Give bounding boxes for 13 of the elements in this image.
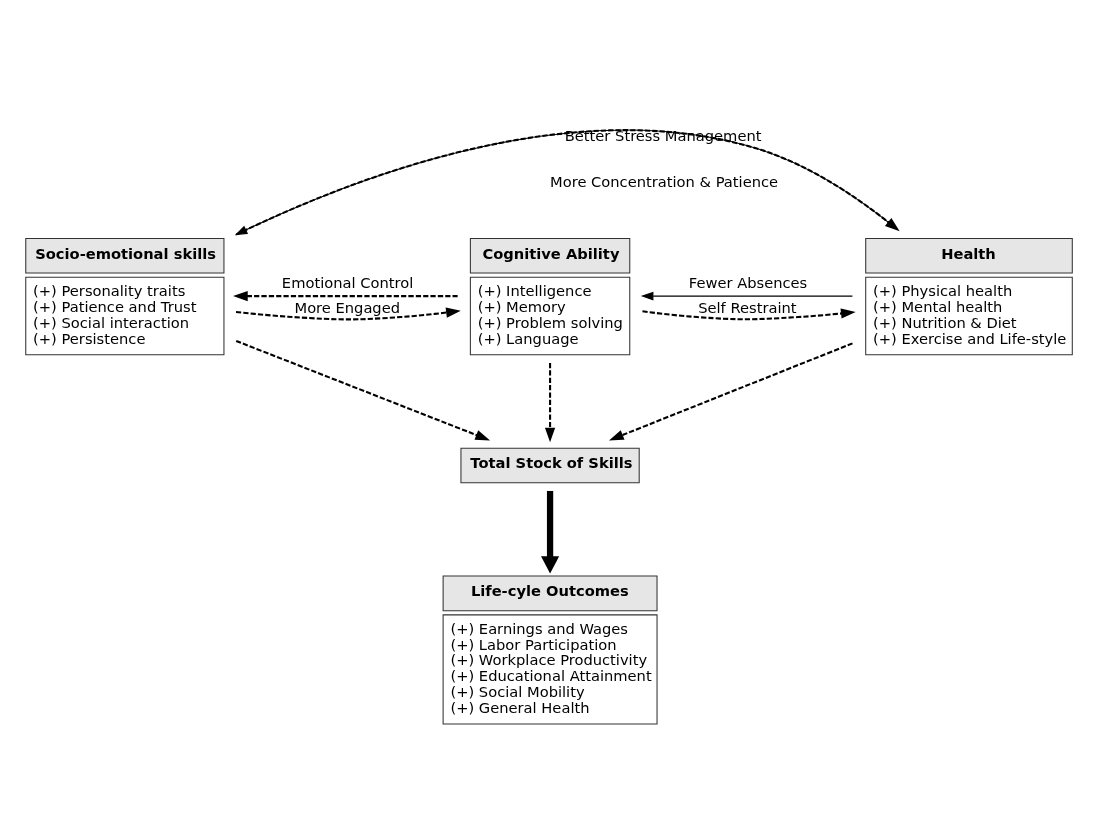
arrow — [541, 490, 560, 574]
arrow — [235, 307, 461, 321]
arrow — [233, 290, 458, 302]
edge-label: More Engaged — [294, 298, 401, 316]
edge-label: Self Restraint — [698, 298, 797, 316]
edge-label: Fewer Absences — [688, 274, 808, 292]
arrow — [608, 342, 853, 441]
arrow — [642, 308, 856, 321]
arrow — [235, 340, 491, 441]
edge-label: Emotional Control — [281, 274, 414, 292]
edge-label: More Concentration & Patience — [550, 173, 779, 191]
arrow — [640, 291, 853, 301]
arrow — [544, 363, 556, 443]
